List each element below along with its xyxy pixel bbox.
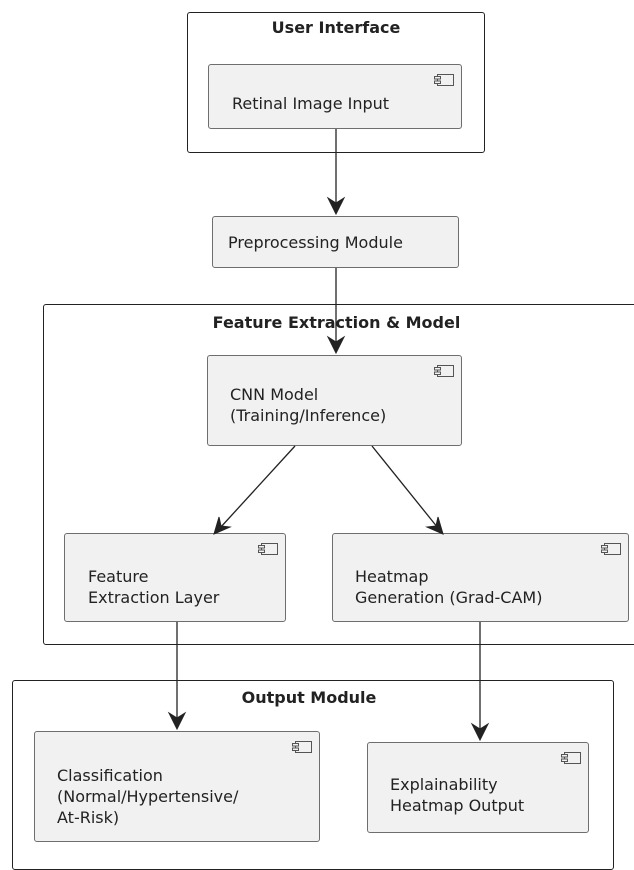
package-title-output-module: Output Module	[241, 688, 377, 707]
component-feature-extraction-layer: Feature Extraction Layer	[64, 533, 286, 622]
component-cnn-model: CNN Model (Training/Inference)	[207, 355, 462, 446]
component-classification: Classification (Normal/Hypertensive/ At-…	[34, 731, 320, 842]
package-title-feature-extraction: Feature Extraction & Model	[212, 313, 461, 332]
component-explainability-heatmap-output: Explainability Heatmap Output	[367, 742, 589, 833]
component-icon	[258, 543, 278, 555]
package-title-user-interface: User Interface	[271, 18, 401, 37]
component-label: Feature Extraction Layer	[88, 567, 220, 607]
component-label: Heatmap Generation (Grad-CAM)	[355, 567, 543, 607]
component-label: Explainability Heatmap Output	[390, 775, 525, 815]
component-icon	[561, 752, 581, 764]
component-label: Classification (Normal/Hypertensive/ At-…	[57, 766, 239, 827]
component-label: CNN Model (Training/Inference)	[230, 385, 387, 425]
component-icon	[292, 741, 312, 753]
component-label: Preprocessing Module	[228, 233, 403, 252]
component-preprocessing-module: Preprocessing Module	[212, 216, 459, 268]
component-heatmap-generation: Heatmap Generation (Grad-CAM)	[332, 533, 629, 622]
component-icon	[601, 543, 621, 555]
arrowhead-preprocessing	[326, 196, 346, 216]
component-icon	[434, 365, 454, 377]
component-icon	[434, 74, 454, 86]
component-retinal-image-input: Retinal Image Input	[208, 64, 462, 129]
component-label: Retinal Image Input	[232, 94, 390, 113]
